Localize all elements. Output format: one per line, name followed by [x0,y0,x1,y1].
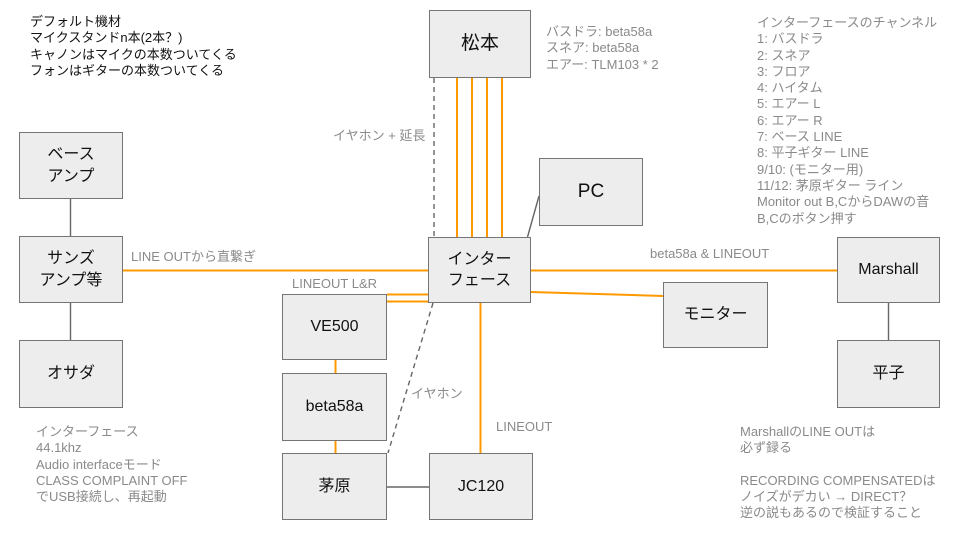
edge-interface-monitor [530,291,664,297]
edge-label-lineout-direct: LINE OUTから直繋ぎ [131,249,256,264]
edge-pc-interface [526,195,540,238]
node-matsumoto-label: 松本 [460,33,499,55]
node-beta58a[interactable]: beta58a [282,373,387,441]
note-interface-channels: インターフェースのチャンネル 1: バスドラ 2: スネア 3: フロア 4: … [757,15,938,226]
edge-label-lineout-lr: LINEOUT L&R [292,276,378,291]
node-jc120-label: JC120 [457,477,505,495]
node-hirako[interactable]: 平子 [837,340,940,408]
node-monitor[interactable]: モニター [663,282,768,348]
node-marshall[interactable]: Marshall [837,237,940,303]
edge-interface-chihara-earphone [387,302,434,454]
note-interface-settings: インターフェース 44.1khz Audio interfaceモード CLAS… [36,424,188,505]
node-beta58a-label: beta58a [305,398,364,416]
edge-label-earphone: イヤホン [411,386,463,401]
node-sansamp-label: サンズ アンプ等 [39,250,103,289]
node-sansamp[interactable]: サンズ アンプ等 [19,236,123,303]
node-hirako-label: 平子 [872,365,905,383]
note-marshall: MarshallのLINE OUTは 必ず録る RECORDING COMPEN… [740,424,936,521]
edge-label-beta58a-lineout: beta58a & LINEOUT [650,246,770,261]
node-marshall-label: Marshall [858,261,919,279]
node-monitor-label: モニター [683,306,748,324]
node-pc-label: PC [577,181,605,203]
node-ve500-label: VE500 [310,318,359,336]
node-interface-label: インター フェース [447,250,512,289]
node-osada-label: オサダ [46,365,95,383]
node-jc120[interactable]: JC120 [429,453,533,520]
node-pc[interactable]: PC [539,158,643,226]
note-mics: バスドラ: beta58a スネア: beta58a エアー: TLM103 *… [546,24,659,72]
node-interface[interactable]: インター フェース [428,237,531,303]
node-chihara-label: 茅原 [318,477,351,495]
node-ve500[interactable]: VE500 [282,294,387,360]
node-bass-amp[interactable]: ベース アンプ [19,132,123,199]
edge-label-lineout: LINEOUT [496,419,553,434]
node-matsumoto[interactable]: 松本 [429,10,531,78]
node-chihara[interactable]: 茅原 [282,453,387,520]
note-default-gear: デフォルト機材 マイクスタンドn本(2本？) キャノンはマイクの本数ついてくる … [30,14,237,78]
node-osada[interactable]: オサダ [19,340,123,408]
node-bass-amp-label: ベース アンプ [47,146,95,185]
edge-label-earphone-extension: イヤホン + 延長 [333,128,426,143]
